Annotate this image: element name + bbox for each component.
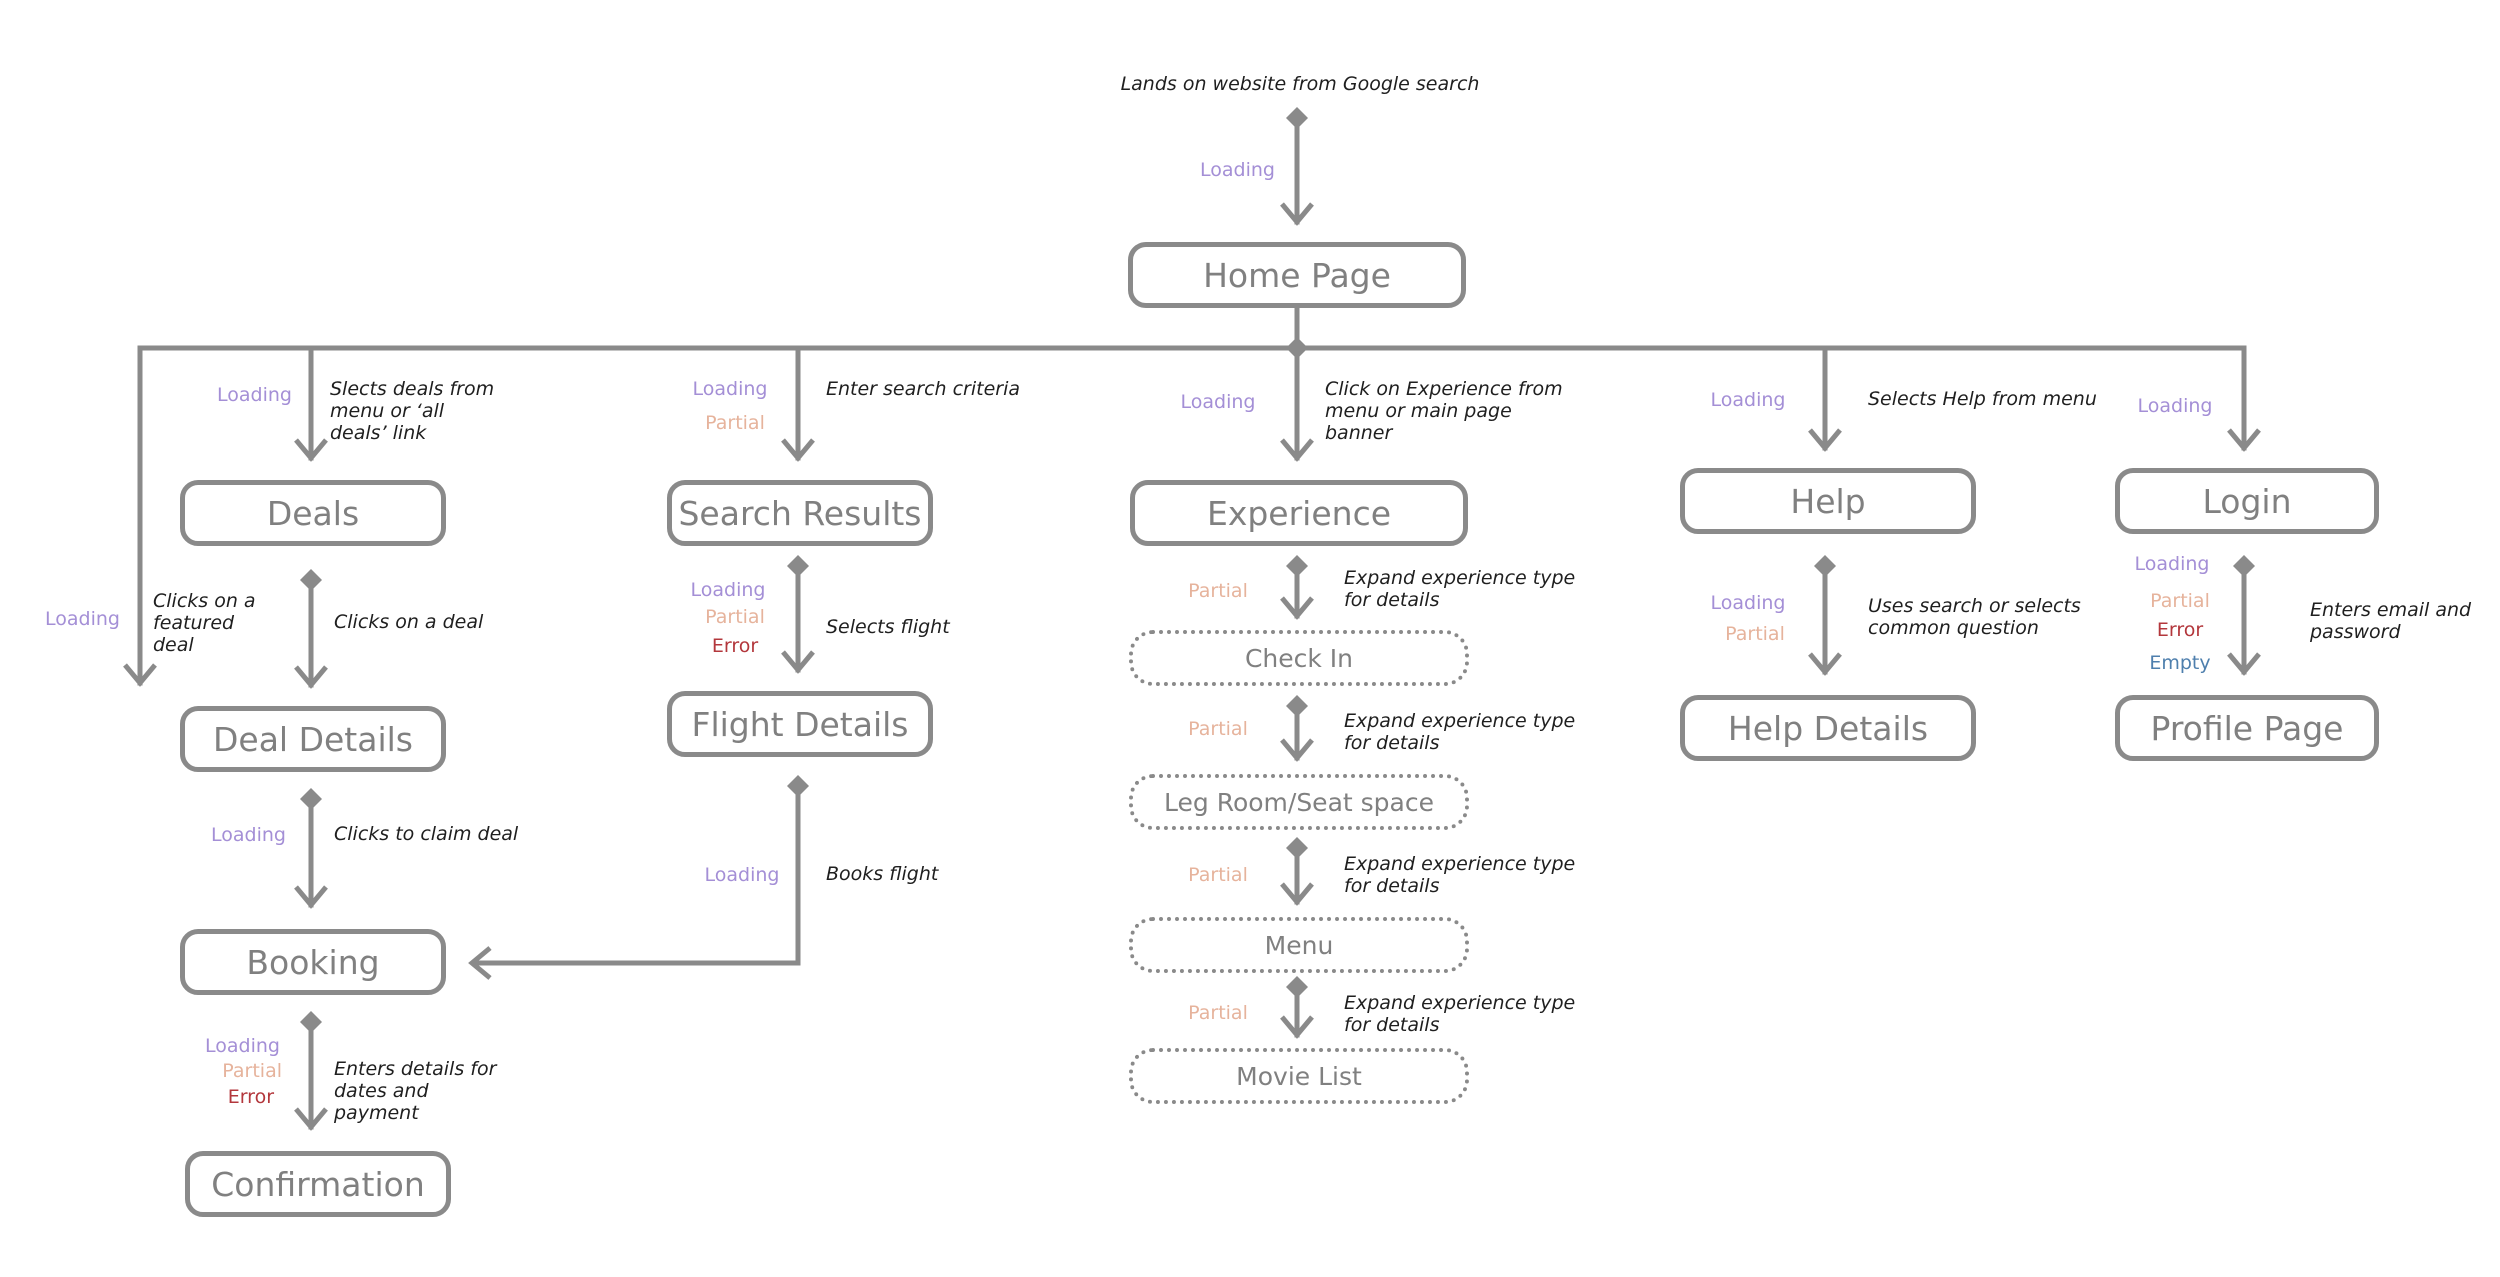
edge-drop-deal-details-arrowhead xyxy=(123,663,157,687)
node-confirmation: Confirmation xyxy=(185,1151,451,1217)
edge-drop-experience-arrowhead xyxy=(1280,438,1314,462)
edge-drop-help-arrowhead xyxy=(1808,428,1842,452)
books-flight-note: Books flight xyxy=(826,863,939,885)
profile-empty-state: Empty xyxy=(2149,652,2211,674)
edge-booking-to-confirmation-diamond xyxy=(300,1011,322,1033)
node-booking: Booking xyxy=(180,929,446,995)
node-menu: Menu xyxy=(1129,917,1469,973)
help-loading-state: Loading xyxy=(1710,389,1786,411)
claim-deal-loading-state: Loading xyxy=(211,824,286,846)
edge-help-to-help-details-arrowhead xyxy=(1808,652,1842,676)
experience-note: Click on Experience from menu or main pa… xyxy=(1325,378,1563,444)
edge-entry-arrowhead xyxy=(1280,202,1314,226)
entry-loading-state: Loading xyxy=(1200,159,1275,181)
edge-search-to-flight-arrowhead xyxy=(781,650,815,674)
menu-partial-state: Partial xyxy=(1188,864,1248,886)
search-partial-state: Partial xyxy=(705,412,765,434)
node-help-details: Help Details xyxy=(1680,695,1976,761)
edge-deal-details-to-booking-diamond xyxy=(300,788,322,810)
movie-list-partial-state: Partial xyxy=(1188,1002,1248,1024)
node-search-results: Search Results xyxy=(667,480,933,546)
booking-partial-state: Partial xyxy=(222,1060,282,1082)
node-profile-page: Profile Page xyxy=(2115,695,2379,761)
edge-deals-to-deal-details-arrowhead xyxy=(294,665,328,689)
edge-booking-to-confirmation-arrowhead xyxy=(294,1107,328,1131)
edge-drop-deals-arrowhead xyxy=(294,438,328,462)
profile-loading-state: Loading xyxy=(2134,553,2210,575)
edge-menu-to-movie-list-arrowhead xyxy=(1280,1015,1314,1039)
node-deals: Deals xyxy=(180,480,446,546)
check-in-note: Expand experience type for details xyxy=(1344,567,1576,611)
edge-check-in-to-leg-room-arrowhead xyxy=(1280,738,1314,762)
edge-flight-to-booking-line xyxy=(472,786,801,966)
booking-loading-state: Loading xyxy=(205,1035,280,1057)
leg-room-note: Expand experience type for details xyxy=(1344,710,1576,754)
flight-error-state: Error xyxy=(711,635,759,657)
edge-deals-to-deal-details-diamond xyxy=(300,569,322,591)
node-flight-details: Flight Details xyxy=(667,691,933,757)
edge-drop-login-arrowhead xyxy=(2227,428,2261,452)
edge-help-to-help-details-diamond xyxy=(1814,555,1836,577)
deals-loading-state: Loading xyxy=(217,384,292,406)
booking-note: Enters details for dates and payment xyxy=(334,1058,497,1124)
node-experience: Experience xyxy=(1130,480,1468,546)
node-leg-room-seat-space: Leg Room/Seat space xyxy=(1129,774,1469,830)
books-flight-loading-state: Loading xyxy=(704,864,780,886)
profile-note: Enters email and password xyxy=(2310,599,2472,643)
help-note: Selects Help from menu xyxy=(1868,388,2097,410)
check-in-partial-state: Partial xyxy=(1188,580,1248,602)
edge-leg-room-to-menu-diamond xyxy=(1286,837,1308,859)
search-loading-state: Loading xyxy=(692,378,768,400)
edge-drop-search-arrowhead xyxy=(781,438,815,462)
booking-error-state: Error xyxy=(227,1086,274,1108)
movie-list-note: Expand experience type for details xyxy=(1344,992,1576,1036)
flight-partial-state: Partial xyxy=(705,606,765,628)
node-movie-list: Movie List xyxy=(1129,1048,1469,1104)
edge-flight-to-booking-arrowhead xyxy=(468,946,492,980)
leg-room-partial-state: Partial xyxy=(1188,718,1248,740)
flight-loading-state: Loading xyxy=(690,579,766,601)
search-note: Enter search criteria xyxy=(826,378,1021,400)
node-deal-details: Deal Details xyxy=(180,706,446,772)
help-details-note: Uses search or selects common question xyxy=(1868,595,2081,639)
edge-menu-to-movie-list-diamond xyxy=(1286,976,1308,998)
node-home-page: Home Page xyxy=(1128,242,1466,308)
entry-note: Lands on website from Google search xyxy=(1120,73,1480,95)
edge-leg-room-to-menu-arrowhead xyxy=(1280,882,1314,906)
menu-note: Expand experience type for details xyxy=(1344,853,1576,897)
claim-deal-note: Clicks to claim deal xyxy=(334,823,519,845)
edge-search-to-flight-diamond xyxy=(787,555,809,577)
edge-check-in-to-leg-room-diamond xyxy=(1286,695,1308,717)
flight-note: Selects flight xyxy=(826,616,950,638)
edge-entry-diamond xyxy=(1286,107,1308,129)
edge-login-to-profile-diamond xyxy=(2233,555,2255,577)
deal-click-note: Clicks on a deal xyxy=(334,611,484,633)
login-loading-state: Loading xyxy=(2137,395,2213,417)
edge-experience-to-check-in-arrowhead xyxy=(1280,596,1314,620)
featured-deal-loading-state: Loading xyxy=(45,608,120,630)
experience-loading-state: Loading xyxy=(1180,391,1256,413)
edge-experience-to-check-in-diamond xyxy=(1286,555,1308,577)
edge-login-to-profile-arrowhead xyxy=(2227,652,2261,676)
node-login: Login xyxy=(2115,468,2379,534)
deals-note: Slects deals from menu or ‘all deals’ li… xyxy=(330,378,495,444)
profile-partial-state: Partial xyxy=(2150,590,2210,612)
help-details-loading-state: Loading xyxy=(1710,592,1786,614)
profile-error-state: Error xyxy=(2156,619,2204,641)
node-check-in: Check In xyxy=(1129,630,1469,686)
help-details-partial-state: Partial xyxy=(1725,623,1785,645)
edge-deal-details-to-booking-arrowhead xyxy=(294,885,328,909)
featured-deal-note: Clicks on a featured deal xyxy=(153,590,256,656)
node-help: Help xyxy=(1680,468,1976,534)
